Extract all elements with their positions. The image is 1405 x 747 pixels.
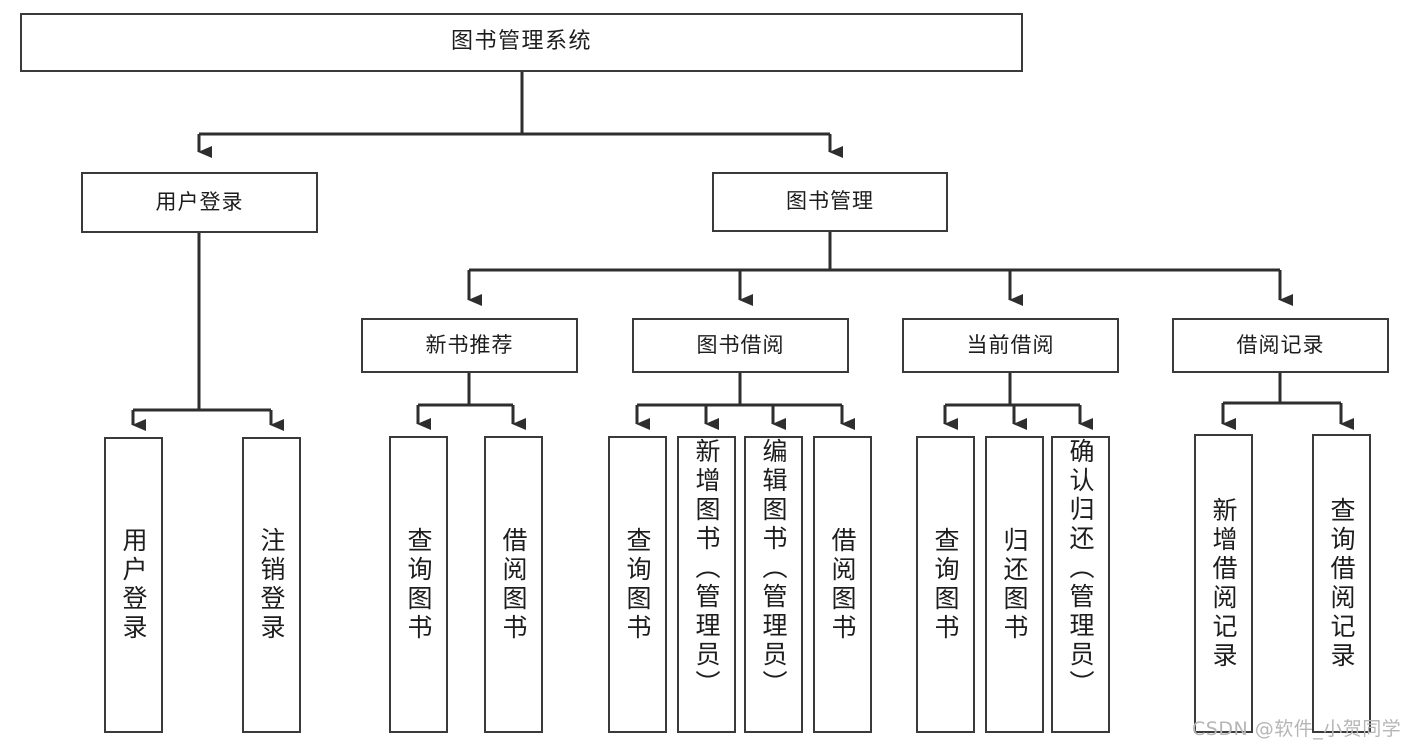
node-label: 用户登录 [155,189,244,214]
leaf-borrow-book-2[interactable]: 借阅图书 [813,436,872,733]
node-book-borrow[interactable]: 图书借阅 [632,318,849,373]
node-label: 借阅图书 [499,526,528,643]
node-borrow-record[interactable]: 借阅记录 [1172,318,1389,373]
node-label: 图书管理系统 [450,29,592,55]
leaf-edit-book-admin[interactable]: 编辑图书（管理员） [744,436,803,733]
node-label: 注销登录 [257,527,286,643]
node-label: 查询图书 [623,526,652,643]
node-book-management[interactable]: 图书管理 [712,172,948,232]
leaf-query-borrow-record[interactable]: 查询借阅记录 [1312,434,1371,733]
node-label: 当前借阅 [966,332,1055,357]
leaf-user-login[interactable]: 用户登录 [104,437,163,733]
node-label: 新书推荐 [425,332,514,357]
node-root-book-management-system[interactable]: 图书管理系统 [20,13,1023,72]
node-new-book-recommend[interactable]: 新书推荐 [361,318,578,373]
node-label: 新增图书（管理员） [692,438,721,699]
node-label: 查询借阅记录 [1327,496,1356,671]
node-label: 新增借阅记录 [1209,496,1238,671]
node-label: 用户登录 [119,527,148,643]
leaf-add-book-admin[interactable]: 新增图书（管理员） [677,436,736,733]
node-current-borrow[interactable]: 当前借阅 [902,318,1119,373]
leaf-user-logout[interactable]: 注销登录 [242,437,301,733]
node-label: 借阅记录 [1236,332,1325,357]
node-label: 归还图书 [1000,526,1029,643]
leaf-confirm-return-admin[interactable]: 确认归还（管理员） [1051,436,1110,733]
leaf-query-book-3[interactable]: 查询图书 [916,436,975,733]
node-label: 查询图书 [404,526,433,643]
leaf-return-book[interactable]: 归还图书 [985,436,1044,733]
node-label: 编辑图书（管理员） [759,438,788,699]
leaf-query-book-1[interactable]: 查询图书 [389,436,448,733]
leaf-add-borrow-record[interactable]: 新增借阅记录 [1194,434,1253,733]
node-label: 图书管理 [786,189,874,214]
node-label: 图书借阅 [696,332,785,357]
node-label: 确认归还（管理员） [1066,438,1095,699]
node-label: 借阅图书 [828,526,857,643]
leaf-query-book-2[interactable]: 查询图书 [608,436,667,733]
node-user-login[interactable]: 用户登录 [81,172,318,233]
leaf-borrow-book-1[interactable]: 借阅图书 [484,436,543,733]
node-label: 查询图书 [931,526,960,643]
